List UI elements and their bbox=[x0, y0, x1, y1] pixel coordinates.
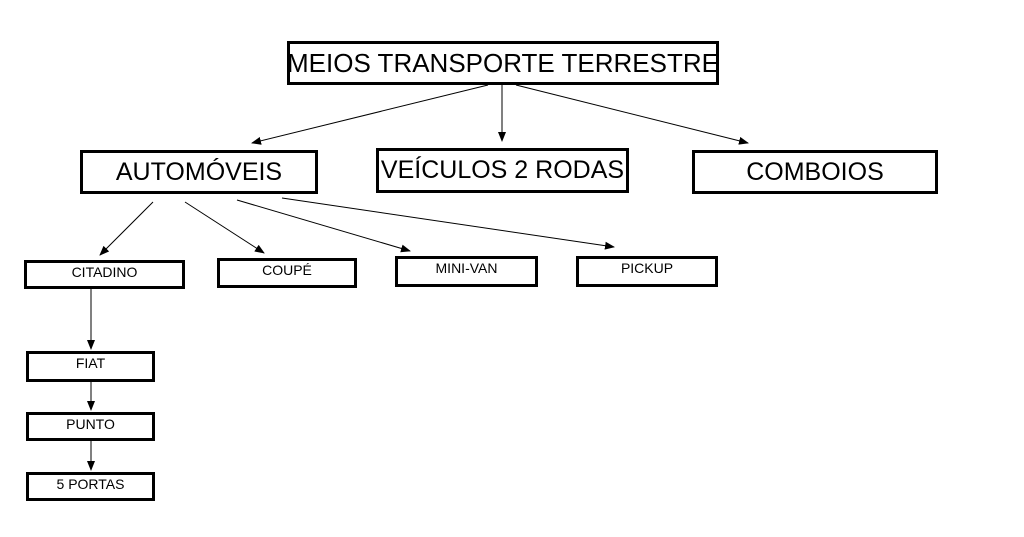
node-label: MEIOS TRANSPORTE TERRESTRE bbox=[287, 47, 719, 78]
node-label: FIAT bbox=[75, 355, 106, 371]
node-mini-van: MINI-VAN bbox=[395, 256, 538, 287]
node-automoveis: AUTOMÓVEIS bbox=[80, 150, 318, 194]
node-citadino: CITADINO bbox=[24, 260, 185, 289]
node-veiculos-2-rodas: VEÍCULOS 2 RODAS bbox=[376, 148, 629, 193]
node-label: VEÍCULOS 2 RODAS bbox=[380, 156, 625, 184]
arrow-root-to-comboios bbox=[515, 84, 749, 145]
node-label: COMBOIOS bbox=[746, 157, 884, 186]
node-comboios: COMBOIOS bbox=[692, 150, 938, 194]
node-label: 5 PORTAS bbox=[56, 476, 125, 492]
node-label: PICKUP bbox=[620, 260, 674, 276]
arrow-automoveis-to-coupe bbox=[184, 201, 265, 254]
node-fiat: FIAT bbox=[26, 351, 155, 382]
node-coupe: COUPÉ bbox=[217, 258, 357, 288]
node-label: MINI-VAN bbox=[435, 260, 498, 276]
node-label: PUNTO bbox=[66, 416, 115, 432]
node-label: COUPÉ bbox=[262, 262, 312, 278]
arrow-root-to-automoveis bbox=[251, 84, 489, 145]
node-punto: PUNTO bbox=[26, 412, 155, 441]
arrow-automoveis-to-pickup bbox=[281, 197, 615, 250]
node-pickup: PICKUP bbox=[576, 256, 718, 287]
arrow-automoveis-to-mini-van bbox=[236, 199, 411, 253]
node-label: AUTOMÓVEIS bbox=[115, 157, 283, 186]
node-label: CITADINO bbox=[71, 264, 138, 280]
arrow-automoveis-to-citadino bbox=[99, 201, 154, 256]
node-meios-transporte-terrestre: MEIOS TRANSPORTE TERRESTRE bbox=[287, 41, 719, 85]
node-5-portas: 5 PORTAS bbox=[26, 472, 155, 501]
